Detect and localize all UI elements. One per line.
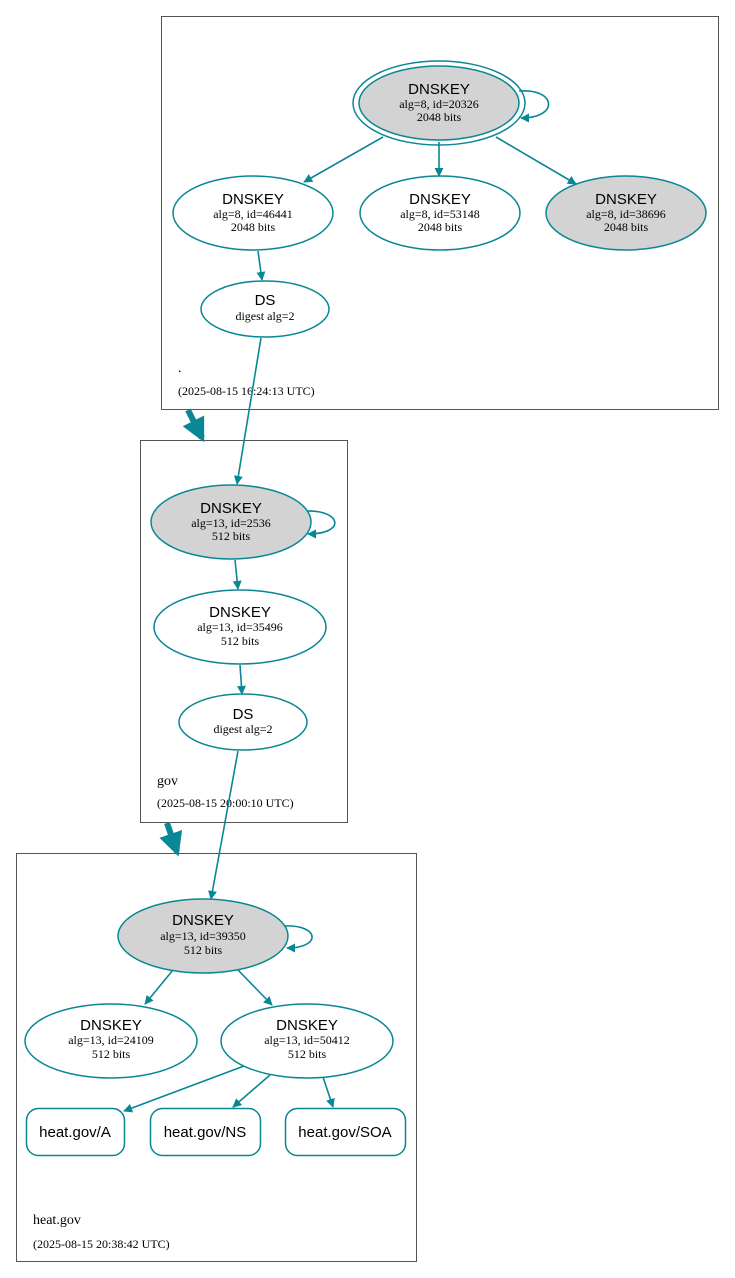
edge-gov-ksk-zsk: [232, 559, 242, 590]
node-root-zsk1-size: 2048 bits: [231, 220, 276, 234]
node-gov-ksk-title: DNSKEY: [200, 500, 262, 517]
edge-root-ksk-zsk1: [303, 136, 384, 183]
zone-root-timestamp: (2025-08-15 16:24:13 UTC): [178, 384, 315, 398]
delegation-arrow-gov-heat: [159, 822, 183, 857]
node-gov-ksk-detail: alg=13, id=2536: [191, 516, 271, 530]
node-gov-zsk-title: DNSKEY: [209, 604, 271, 621]
node-heat-ds: DS digest alg=2: [178, 693, 308, 751]
node-root-zsk1-detail: alg=8, id=46441: [213, 207, 293, 221]
node-root-ksk: DNSKEY alg=8, id=20326 2048 bits: [352, 60, 526, 146]
node-root-zsk2-title: DNSKEY: [409, 191, 471, 208]
edge-heat-ksk-zsk1: [144, 969, 174, 1005]
node-root-ksk-detail: alg=8, id=20326: [399, 97, 479, 111]
zone-heat-name: heat.gov: [33, 1213, 81, 1228]
rrset-heat-gov-a: heat.gov/A: [25, 1107, 126, 1157]
node-heat-zsk-50412: DNSKEY alg=13, id=50412 512 bits: [220, 1003, 394, 1079]
node-gov-ds-detail: digest alg=2: [235, 309, 294, 323]
node-heat-ds-detail: digest alg=2: [213, 722, 272, 736]
edge-zsk2-soa: [322, 1076, 335, 1108]
node-heat-ds-title: DS: [233, 706, 254, 723]
rrset-heat-gov-soa: heat.gov/SOA: [284, 1107, 407, 1157]
rrset-a-label: heat.gov/A: [39, 1124, 111, 1141]
node-root-ksk-title: DNSKEY: [408, 81, 470, 98]
zone-root-name: .: [178, 361, 182, 376]
node-gov-ksk: DNSKEY alg=13, id=2536 512 bits: [150, 484, 312, 560]
node-gov-zsk-size: 512 bits: [221, 634, 260, 648]
zone-heat-timestamp: (2025-08-15 20:38:42 UTC): [33, 1237, 170, 1251]
node-heat-ksk-detail: alg=13, id=39350: [160, 929, 246, 943]
node-heat-zsk1-detail: alg=13, id=24109: [68, 1033, 154, 1047]
node-heat-zsk2-detail: alg=13, id=50412: [264, 1033, 350, 1047]
edge-heat-ksk-zsk2: [237, 969, 273, 1006]
node-root-ksk-size: 2048 bits: [417, 110, 462, 124]
node-root-zsk-46441: DNSKEY alg=8, id=46441 2048 bits: [172, 175, 334, 251]
edge-ds-gov-ksk: [233, 337, 262, 485]
edge-root-ksk-zsk3: [495, 136, 577, 185]
node-root-zsk-53148: DNSKEY alg=8, id=53148 2048 bits: [359, 175, 521, 251]
node-heat-ksk: DNSKEY alg=13, id=39350 512 bits: [117, 898, 289, 974]
self-loop-root-ksk: [518, 90, 550, 123]
edge-zsk2-ns: [232, 1074, 271, 1108]
node-root-zsk-38696: DNSKEY alg=8, id=38696 2048 bits: [545, 175, 707, 251]
delegation-arrow-root-gov: [182, 408, 205, 443]
edge-zsk2-a: [123, 1065, 245, 1113]
edge-root-zsk1-ds: [256, 250, 266, 281]
node-gov-ds: DS digest alg=2: [200, 280, 330, 338]
rrset-ns-label: heat.gov/NS: [164, 1124, 247, 1141]
node-heat-zsk2-size: 512 bits: [288, 1047, 327, 1061]
edge-gov-zsk-ds: [236, 664, 246, 695]
node-heat-zsk-24109: DNSKEY alg=13, id=24109 512 bits: [24, 1003, 198, 1079]
node-heat-ksk-size: 512 bits: [184, 943, 223, 957]
node-gov-zsk: DNSKEY alg=13, id=35496 512 bits: [153, 589, 327, 665]
node-root-zsk3-size: 2048 bits: [604, 220, 649, 234]
node-gov-ksk-size: 512 bits: [212, 529, 251, 543]
edge-ds-heat-ksk: [208, 750, 239, 900]
self-loop-gov-ksk: [305, 510, 336, 539]
zone-gov-name: gov: [157, 774, 178, 789]
self-loop-heat-ksk: [282, 925, 313, 953]
node-heat-zsk1-size: 512 bits: [92, 1047, 131, 1061]
edges: [123, 90, 577, 1113]
node-gov-zsk-detail: alg=13, id=35496: [197, 620, 283, 634]
node-root-zsk3-title: DNSKEY: [595, 191, 657, 208]
rrset-heat-gov-ns: heat.gov/NS: [149, 1107, 262, 1157]
node-heat-ksk-title: DNSKEY: [172, 912, 234, 929]
rrset-soa-label: heat.gov/SOA: [298, 1124, 391, 1141]
node-root-zsk2-size: 2048 bits: [418, 220, 463, 234]
node-heat-zsk1-title: DNSKEY: [80, 1017, 142, 1034]
node-heat-zsk2-title: DNSKEY: [276, 1017, 338, 1034]
node-gov-ds-title: DS: [255, 292, 276, 309]
zone-gov-timestamp: (2025-08-15 20:00:10 UTC): [157, 796, 294, 810]
node-root-zsk1-title: DNSKEY: [222, 191, 284, 208]
node-root-zsk3-detail: alg=8, id=38696: [586, 207, 666, 221]
node-root-zsk2-detail: alg=8, id=53148: [400, 207, 480, 221]
